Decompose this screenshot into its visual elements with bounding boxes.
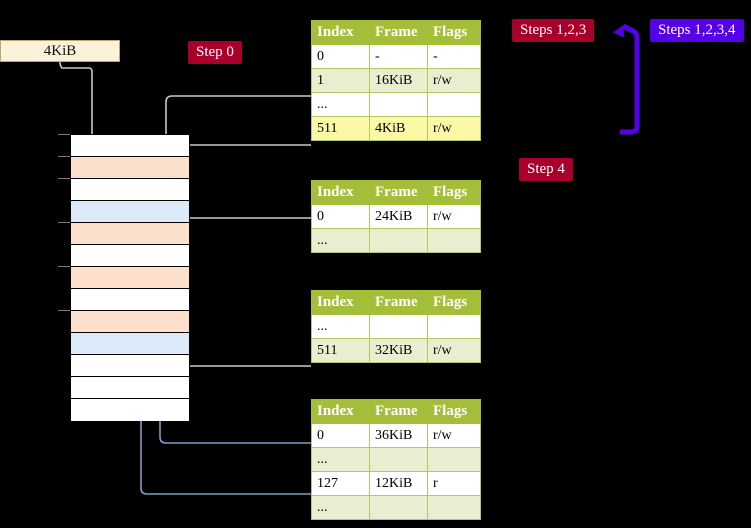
badge-steps-123: Steps 1,2,3 (512, 19, 595, 42)
cell-index: 0 (311, 204, 370, 229)
cell-index: ... (311, 447, 370, 472)
cell-index: ... (311, 92, 370, 117)
badge-step-4: Step 4 (519, 158, 573, 181)
cell-flags: r/w (427, 68, 481, 93)
memory-row (71, 355, 189, 377)
memory-row (71, 289, 189, 311)
table-header-row: Index Frame Flags (311, 180, 481, 205)
cell-flags: r/w (427, 423, 481, 448)
cell-frame: 4KiB (369, 116, 428, 141)
column-header-frame: Frame (369, 399, 428, 424)
cell-index: 511 (311, 116, 370, 141)
cell-index: 127 (311, 471, 370, 496)
cell-flags (427, 228, 481, 253)
memory-row (71, 135, 189, 157)
cell-flags: r/w (427, 116, 481, 141)
cell-frame (369, 228, 428, 253)
cell-frame: - (369, 44, 428, 69)
cell-index: ... (311, 495, 370, 520)
cell-index: ... (311, 228, 370, 253)
memory-row (71, 377, 189, 399)
cell-flags: r (427, 471, 481, 496)
frame-size-label: 4KiB (43, 42, 77, 59)
badge-step-0: Step 0 (188, 41, 242, 64)
memory-tick (58, 156, 70, 157)
frame-size-box: 4KiB (0, 40, 120, 62)
physical-memory-column (70, 134, 190, 421)
memory-row (71, 267, 189, 289)
memory-tick (58, 134, 70, 135)
cell-index: 0 (311, 423, 370, 448)
cell-index: 1 (311, 68, 370, 93)
table-row: ... (311, 228, 481, 253)
cell-flags (427, 495, 481, 520)
cell-frame: 12KiB (369, 471, 428, 496)
cell-index: ... (311, 314, 370, 339)
table-row: ... (311, 314, 481, 339)
table-row: ... (311, 447, 481, 472)
table-row: ... (311, 495, 481, 520)
page-table-pd: Index Frame Flags ... 511 32KiB r/w (311, 290, 481, 363)
column-header-flags: Flags (427, 290, 481, 315)
cell-flags (427, 314, 481, 339)
cell-flags: r/w (427, 204, 481, 229)
memory-row (71, 399, 189, 421)
memory-row (71, 157, 189, 179)
column-header-index: Index (311, 20, 370, 45)
cell-frame (369, 314, 428, 339)
table-row: 0 36KiB r/w (311, 423, 481, 448)
table-row: 0 24KiB r/w (311, 204, 481, 229)
cell-frame (369, 92, 428, 117)
column-header-frame: Frame (369, 180, 428, 205)
memory-tick (58, 266, 70, 267)
cell-frame: 32KiB (369, 338, 428, 363)
cell-frame (369, 495, 428, 520)
cell-flags (427, 447, 481, 472)
table-header-row: Index Frame Flags (311, 20, 481, 45)
memory-tick (58, 310, 70, 311)
table-row-highlighted: 511 4KiB r/w (311, 116, 481, 141)
column-header-flags: Flags (427, 20, 481, 45)
memory-row (71, 311, 189, 333)
table-header-row: Index Frame Flags (311, 290, 481, 315)
cell-frame: 16KiB (369, 68, 428, 93)
column-header-index: Index (311, 399, 370, 424)
column-header-frame: Frame (369, 20, 428, 45)
cell-flags (427, 92, 481, 117)
badge-steps-1234: Steps 1,2,3,4 (650, 19, 744, 42)
memory-tick (58, 178, 70, 179)
column-header-index: Index (311, 180, 370, 205)
memory-row (71, 201, 189, 223)
cell-frame: 36KiB (369, 423, 428, 448)
column-header-flags: Flags (427, 180, 481, 205)
table-row: 1 16KiB r/w (311, 68, 481, 93)
table-row: ... (311, 92, 481, 117)
memory-row (71, 333, 189, 355)
memory-row (71, 179, 189, 201)
table-header-row: Index Frame Flags (311, 399, 481, 424)
cell-flags: r/w (427, 338, 481, 363)
table-row: 511 32KiB r/w (311, 338, 481, 363)
page-table-pt: Index Frame Flags 0 36KiB r/w ... 127 12… (311, 399, 481, 520)
cell-flags: - (427, 44, 481, 69)
cell-frame (369, 447, 428, 472)
column-header-frame: Frame (369, 290, 428, 315)
column-header-flags: Flags (427, 399, 481, 424)
table-row: 127 12KiB r (311, 471, 481, 496)
memory-row (71, 223, 189, 245)
page-table-pml4: Index Frame Flags 0 - - 1 16KiB r/w ... … (311, 20, 481, 141)
memory-row (71, 245, 189, 267)
cell-frame: 24KiB (369, 204, 428, 229)
cell-index: 0 (311, 44, 370, 69)
memory-tick (58, 222, 70, 223)
page-table-pdpt: Index Frame Flags 0 24KiB r/w ... (311, 180, 481, 253)
cell-index: 511 (311, 338, 370, 363)
column-header-index: Index (311, 290, 370, 315)
table-row: 0 - - (311, 44, 481, 69)
